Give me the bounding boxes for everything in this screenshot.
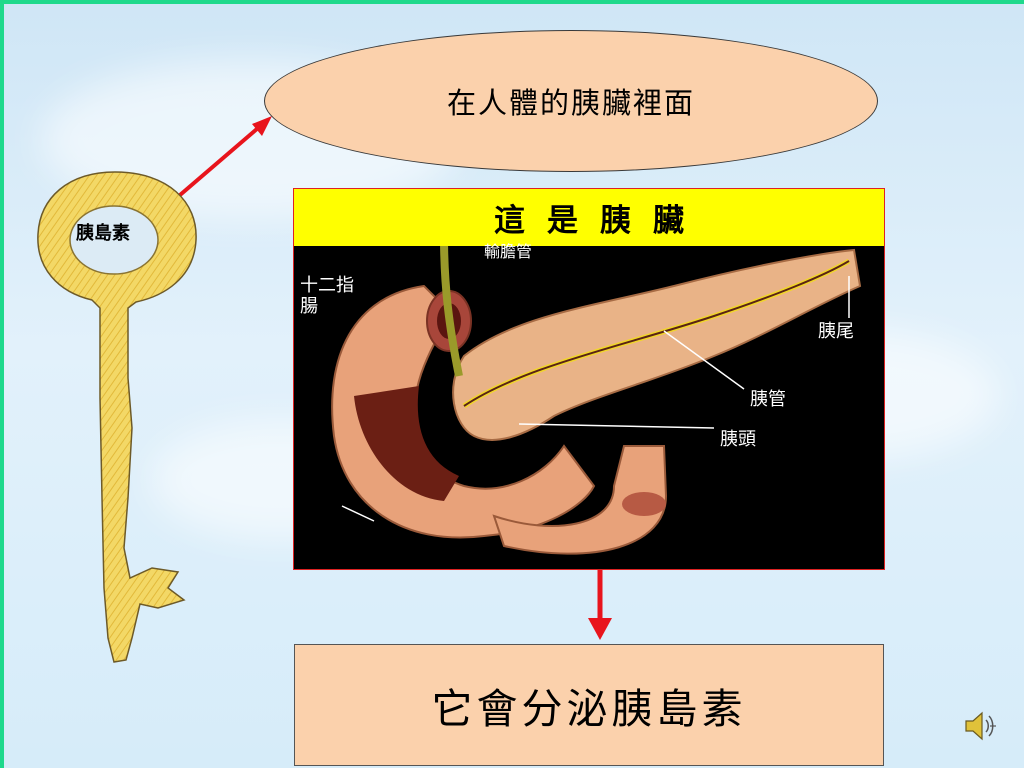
key-icon [37, 171, 197, 663]
image-banner: 這是胰臟 [294, 189, 884, 246]
arrow-head-down [588, 618, 612, 640]
result-text: 它會分泌胰島素 [431, 685, 747, 733]
result-box: 它會分泌胰島素 [294, 644, 884, 766]
location-ellipse: 在人體的胰臟裡面 [264, 30, 878, 172]
pancreas-image-panel: 這是胰臟 十二指 腸 輸膽管 胰尾 胰管 胰頭 [293, 188, 885, 570]
pancreas-illustration [331, 246, 862, 555]
ellipse-text: 在人體的胰臟裡面 [446, 86, 695, 120]
arrow-head-up [252, 116, 272, 136]
label-duodenum-line2: 腸 [300, 296, 318, 317]
label-bile-duct: 輸膽管 [484, 242, 533, 261]
key-label: 胰島素 [76, 223, 130, 244]
label-head: 胰頭 [720, 429, 756, 450]
speaker-icon[interactable] [960, 706, 1000, 746]
banner-text: 這是胰臟 [494, 203, 706, 239]
label-duct: 胰管 [750, 389, 786, 410]
label-duodenum-line1: 十二指 [300, 275, 354, 296]
arrow-key-to-ellipse [178, 126, 260, 197]
label-tail: 胰尾 [818, 321, 854, 342]
